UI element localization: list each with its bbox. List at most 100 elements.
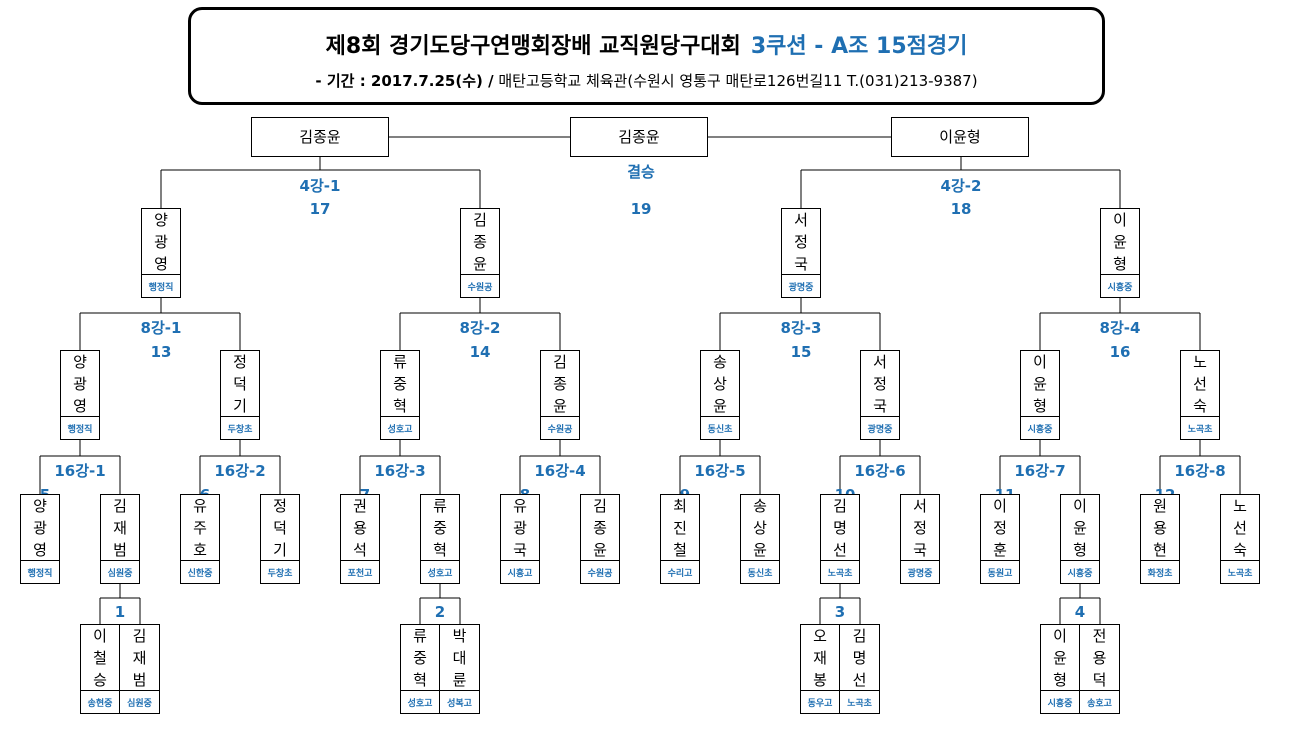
player-school: 수원공 <box>461 274 499 297</box>
player-name: 김 명 선 <box>833 497 847 559</box>
r16-label: 16강-3 <box>374 462 426 480</box>
player-school: 송현중 <box>81 690 119 713</box>
player-school: 수리고 <box>661 560 699 583</box>
player-school: 송호고 <box>1080 690 1119 713</box>
player-name: 노 선 숙 <box>1233 497 1247 559</box>
player-school: 광명중 <box>901 560 939 583</box>
player-school: 노곡초 <box>1181 416 1219 439</box>
player-school: 두창초 <box>221 416 259 439</box>
player-school: 노곡초 <box>821 560 859 583</box>
player-school: 시흥고 <box>501 560 539 583</box>
player-school: 광명중 <box>782 274 820 297</box>
player-name: 송 상 윤 <box>753 497 767 559</box>
prelim-number: 4 <box>1074 603 1086 621</box>
prelim-number: 3 <box>834 603 846 621</box>
player-name: 오 재 봉 <box>813 627 827 689</box>
player-school: 행정직 <box>142 274 180 297</box>
event-period: - 기간 : 2017.7.25(수) / <box>315 72 494 90</box>
player-school: 성호고 <box>381 416 419 439</box>
player-name: 김 명 선 <box>852 627 867 689</box>
r16-label: 16강-1 <box>54 462 106 480</box>
player-school: 노곡초 <box>1221 560 1259 583</box>
final-left-name: 김종윤 <box>299 128 341 146</box>
r16-label: 16강-6 <box>854 462 906 480</box>
champion-name: 김종윤 <box>618 128 660 146</box>
final-label: 결승 <box>627 163 655 181</box>
final-right-name: 이윤형 <box>939 128 981 146</box>
player-school: 성호고 <box>421 560 459 583</box>
player-school: 심원중 <box>101 560 139 583</box>
player-school: 수원공 <box>581 560 619 583</box>
quarter-number: 15 <box>790 343 812 361</box>
player-name: 박 대 륜 <box>452 627 467 689</box>
player-name: 노 선 숙 <box>1193 353 1207 415</box>
player-name: 원 용 현 <box>1153 497 1167 559</box>
semi-label: 4강-2 <box>940 177 982 195</box>
r16-label: 16강-7 <box>1014 462 1066 480</box>
title-text: 제8회 경기도당구연맹회장배 교직원당구대회 <box>325 34 741 59</box>
player-name: 서 정 국 <box>794 211 808 273</box>
quarter-number: 16 <box>1109 343 1131 361</box>
champion-box: 김종윤 <box>570 117 708 157</box>
player-name: 김 종 윤 <box>553 353 567 415</box>
player-name: 류 중 혁 <box>413 627 427 689</box>
player-school: 화정초 <box>1141 560 1179 583</box>
player-school: 성호고 <box>401 690 439 713</box>
player-name: 이 윤 형 <box>1053 627 1067 689</box>
player-name: 김 종 윤 <box>473 211 487 273</box>
quarter-number: 13 <box>150 343 172 361</box>
quarter-label: 8강-3 <box>780 319 822 337</box>
player-name: 서 정 국 <box>873 353 887 415</box>
player-school: 동우고 <box>801 690 839 713</box>
player-school: 시흥중 <box>1101 274 1139 297</box>
player-school: 시흥중 <box>1061 560 1099 583</box>
player-school: 시흥중 <box>1041 690 1079 713</box>
player-school: 행정직 <box>21 560 59 583</box>
player-name: 유 광 국 <box>513 497 527 559</box>
player-name: 서 정 국 <box>913 497 927 559</box>
player-school: 동원고 <box>981 560 1019 583</box>
quarter-label: 8강-1 <box>140 319 182 337</box>
player-name: 김 재 범 <box>132 627 147 689</box>
r16-label: 16강-5 <box>694 462 746 480</box>
player-name: 이 윤 형 <box>1073 497 1087 559</box>
player-name: 류 중 혁 <box>433 497 447 559</box>
prelim-number: 1 <box>114 603 126 621</box>
player-name: 전 용 덕 <box>1092 627 1107 689</box>
player-school: 광명중 <box>861 416 899 439</box>
player-name: 양 광 영 <box>154 211 168 273</box>
player-name: 양 광 영 <box>73 353 87 415</box>
semi-number: 17 <box>309 200 331 218</box>
player-school: 행정직 <box>61 416 99 439</box>
player-name: 이 정 훈 <box>993 497 1007 559</box>
player-school: 심원중 <box>120 690 159 713</box>
